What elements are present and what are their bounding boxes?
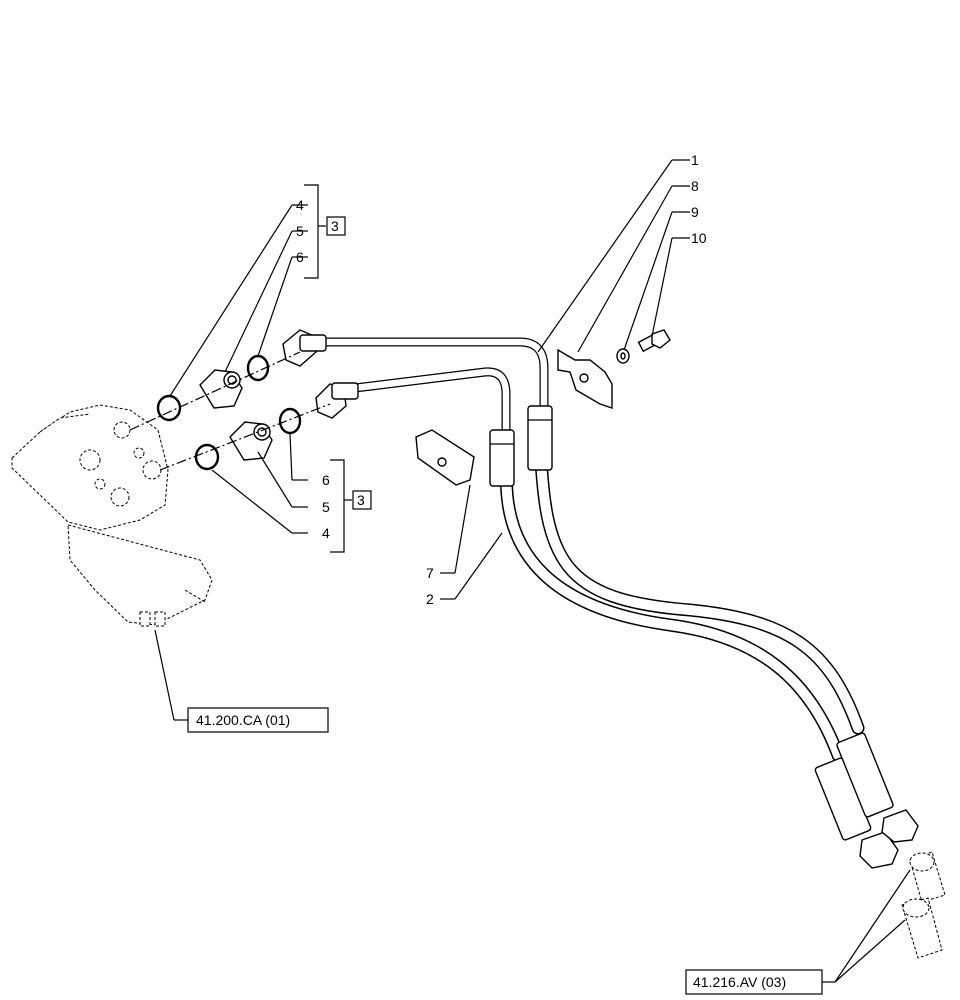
callout-7[interactable]: 7 (426, 565, 434, 581)
callout-9[interactable]: 9 (691, 204, 699, 220)
o-rings (156, 354, 302, 471)
steering-unit (11, 404, 213, 627)
callout-6-upper[interactable]: 6 (296, 249, 304, 265)
washer-9 (616, 348, 630, 364)
callout-6-lower[interactable]: 6 (322, 472, 330, 488)
rigid-pipe-upper (317, 337, 549, 410)
adapter-5a (199, 369, 243, 409)
ref-steering-unit[interactable]: 41.200.CA (01) (196, 712, 290, 728)
callout-4-lower[interactable]: 4 (322, 525, 330, 541)
adapter-5b (229, 421, 273, 461)
group-bracket-upper (304, 184, 326, 279)
callout-10[interactable]: 10 (691, 230, 707, 246)
ref-box-cylinder-fittings (685, 969, 823, 995)
clamp-8 (557, 348, 613, 409)
rigid-pipe-lower (350, 367, 511, 435)
hose-1 (533, 433, 865, 735)
group-bracket-lower (330, 459, 352, 553)
callout-5-upper[interactable]: 5 (296, 223, 304, 239)
callout-1[interactable]: 1 (691, 152, 699, 168)
ref-box-steering-unit (187, 707, 329, 733)
callout-5-lower[interactable]: 5 (322, 499, 330, 515)
callout-3-lower[interactable]: 3 (357, 492, 365, 508)
screw-10 (637, 329, 671, 353)
leader-lines (154, 159, 911, 983)
callout-8[interactable]: 8 (691, 178, 699, 194)
cylinder-fittings (901, 851, 946, 959)
hose-2 (499, 458, 845, 762)
pipe-end-fittings (282, 329, 359, 419)
alignment-lines (129, 351, 331, 471)
callout-3-upper[interactable]: 3 (331, 218, 339, 234)
kit-box-lower (352, 490, 372, 510)
ref-cylinder-fittings[interactable]: 41.216.AV (03) (693, 974, 786, 990)
callout-4-upper[interactable]: 4 (296, 197, 304, 213)
hose-ferrules (489, 405, 919, 869)
plate-7 (415, 429, 475, 486)
kit-box-upper (326, 216, 346, 236)
callout-2[interactable]: 2 (426, 591, 434, 607)
